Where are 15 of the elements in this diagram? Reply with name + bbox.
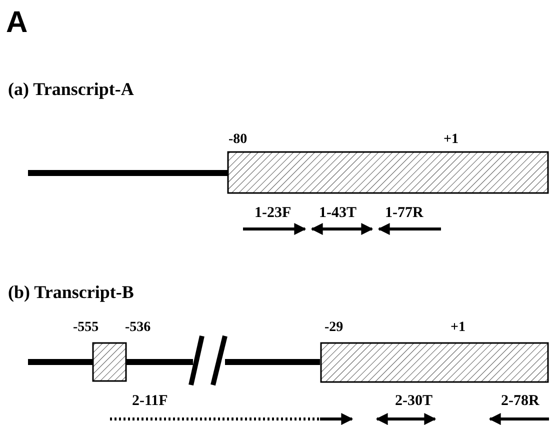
- primer-label: 2-30T: [395, 394, 432, 409]
- panel-heading: (b) Transcript-B: [8, 283, 134, 301]
- primer-label: 1-77R: [385, 206, 424, 221]
- primer-label: 2-78R: [501, 394, 540, 409]
- position-label: +1: [450, 321, 466, 335]
- position-label: -80: [228, 133, 248, 147]
- position-label: +1: [444, 133, 458, 147]
- primer-label: 2-11F: [132, 394, 168, 409]
- primer-label: 1-43T: [319, 206, 356, 221]
- position-label: -536: [125, 321, 151, 335]
- position-label: -29: [324, 321, 344, 335]
- position-label: -555: [73, 321, 99, 335]
- primer-label: 1-23F: [254, 206, 292, 221]
- figure-title: A: [6, 8, 28, 38]
- panel-heading: (a) Transcript-A: [8, 80, 134, 98]
